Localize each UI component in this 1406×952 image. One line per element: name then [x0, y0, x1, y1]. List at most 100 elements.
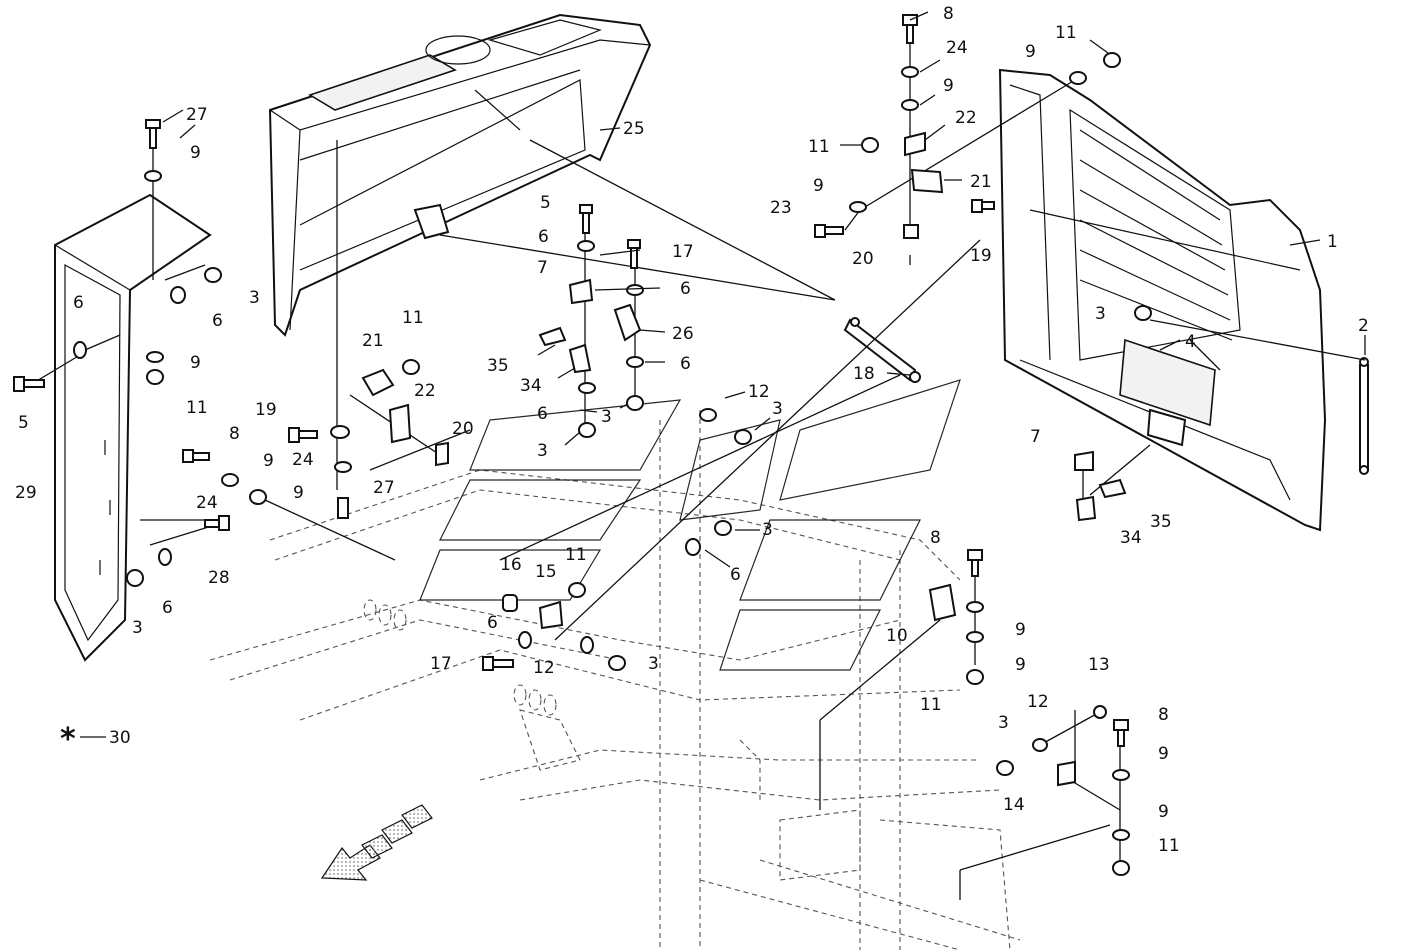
label-19-b: 19 [970, 246, 992, 266]
nut-3-c1 [626, 395, 644, 411]
label-11-a: 11 [186, 398, 208, 418]
nut-11-r [966, 669, 984, 685]
nut-13 [1093, 705, 1107, 719]
washer-6-low [685, 538, 701, 556]
label-11-e: 11 [565, 545, 587, 565]
nut-11-left [146, 369, 164, 385]
part-labels: 27 9 3 6 6 9 11 5 29 8 9 24 28 6 3 25 21… [15, 4, 1369, 856]
label-9-e: 9 [943, 76, 954, 96]
bolt-27-top [145, 119, 161, 149]
washer-12-low [580, 636, 594, 654]
gas-strut-18 [843, 317, 921, 383]
label-6-g: 6 [537, 404, 548, 424]
label-11-f: 11 [920, 695, 942, 715]
label-6-e: 6 [680, 279, 691, 299]
label-5-a: 5 [18, 413, 29, 433]
nut-11-topright [1103, 52, 1121, 68]
nut-11-low [568, 582, 586, 598]
label-6-f: 6 [680, 354, 691, 374]
bracket-22-top [904, 131, 926, 157]
label-9-g: 9 [1025, 42, 1036, 62]
label-6-h: 6 [730, 565, 741, 585]
label-34-a: 34 [520, 376, 542, 396]
door-panel-1 [998, 68, 1327, 532]
label-4: 4 [1185, 332, 1196, 352]
latch-14 [1057, 760, 1076, 787]
bracket-34-right [1075, 495, 1097, 522]
nut-3-low2 [608, 655, 626, 671]
label-8-a: 8 [229, 424, 240, 444]
washer-24-mid [330, 425, 350, 439]
nut-3-r [996, 760, 1014, 776]
note-30: * 30 [60, 722, 131, 757]
nut-3-right [1134, 305, 1152, 321]
washer-9-mid [221, 473, 239, 487]
label-25: 25 [623, 119, 645, 139]
latch-35-right [1098, 478, 1127, 499]
washer-6-c2 [626, 284, 644, 296]
washer-9-topright [1069, 71, 1087, 85]
spacer-16 [502, 594, 518, 612]
bolt-8-mid [967, 549, 983, 577]
label-9-j: 9 [1158, 744, 1169, 764]
label-3-g: 3 [762, 520, 773, 540]
label-34-b: 34 [1120, 528, 1142, 548]
label-18: 18 [853, 364, 875, 384]
label-29: 29 [15, 483, 37, 503]
label-24-c: 24 [946, 38, 968, 58]
washer-9-top-right [901, 99, 919, 111]
label-8-d: 8 [1158, 705, 1169, 725]
clip-7-right [1074, 450, 1094, 471]
watermark-logo [419, 379, 961, 671]
label-21-b: 21 [970, 172, 992, 192]
label-3-d: 3 [537, 441, 548, 461]
label-3-a: 3 [249, 288, 260, 308]
label-24-a: 24 [196, 493, 218, 513]
bolt-28 [204, 515, 230, 531]
callout-leaders [162, 11, 1366, 568]
bracket-22-left [388, 403, 412, 444]
label-17-b: 17 [430, 654, 452, 674]
label-11-c: 11 [808, 137, 830, 157]
bolt-27-low [337, 497, 349, 519]
frame-slots [363, 599, 557, 716]
label-13: 13 [1088, 655, 1110, 675]
washer-12-r [1032, 738, 1048, 752]
washer-6-low2 [518, 631, 532, 649]
nut-3-low [714, 520, 732, 536]
label-11-d: 11 [1055, 23, 1077, 43]
washer-9-r3 [1112, 769, 1130, 781]
label-22-b: 22 [955, 108, 977, 128]
machine-frame [209, 410, 1021, 951]
washer-9-left [146, 351, 164, 363]
label-3-f: 3 [772, 399, 783, 419]
direction-arrow-icon [320, 804, 433, 881]
washer-12-mid [699, 408, 717, 422]
label-8-b: 8 [943, 4, 954, 24]
label-12-c: 12 [1027, 692, 1049, 712]
bolt-8-left [182, 449, 210, 463]
bolt-8-top [902, 14, 918, 44]
bracket-15 [538, 600, 564, 630]
label-9-a: 9 [190, 143, 201, 163]
washer-6-center [577, 240, 595, 252]
washer-9-low [334, 461, 352, 473]
label-6-a: 6 [212, 311, 223, 331]
label-24-b: 24 [292, 450, 314, 470]
leader-lines [34, 25, 1366, 900]
bolt-8-low [1113, 719, 1129, 747]
label-27-low: 27 [373, 478, 395, 498]
label-3-h: 3 [648, 654, 659, 674]
label-8-c: 8 [930, 528, 941, 548]
washer-6-bottom [158, 548, 172, 566]
label-19-a: 19 [255, 400, 277, 420]
label-22-a: 22 [414, 381, 436, 401]
label-9-f: 9 [813, 176, 824, 196]
bolt-17-center [627, 239, 641, 269]
washer-24-left [249, 489, 267, 505]
label-16: 16 [500, 555, 522, 575]
latch-35-center [538, 326, 567, 347]
label-20-a: 20 [452, 419, 474, 439]
label-9-d: 9 [293, 483, 304, 503]
